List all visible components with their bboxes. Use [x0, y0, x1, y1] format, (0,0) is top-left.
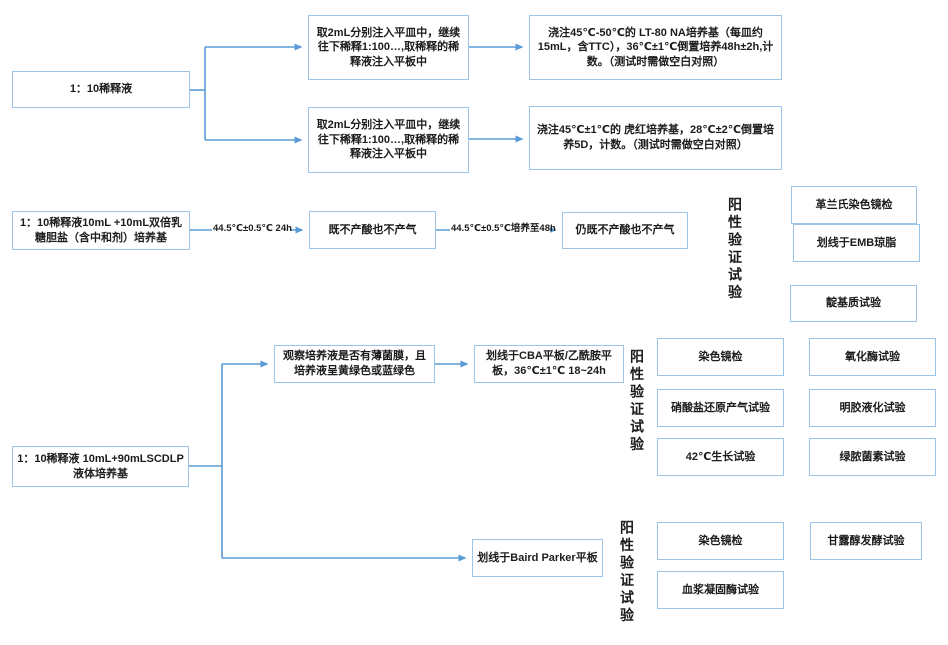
vertical-label-positive-verification-1: 阳性验证试验: [727, 197, 743, 302]
node-gram-stain-microscopy: 革兰氏染色镜检: [791, 186, 917, 224]
node-coagulase-test: 血浆凝固酶试验: [657, 571, 784, 609]
node-gelatin-liquefaction: 明胶液化试验: [809, 389, 936, 427]
vertical-label-positive-verification-2: 阳性验证试验: [629, 349, 645, 454]
edge-label-incubation-48h: 44.5℃±0.5℃培养至48h: [450, 223, 556, 235]
node-pour-plate-bottom: 取2mL分别注入平皿中，继续往下稀释1:100…,取稀释的稀释液注入平板中: [308, 107, 469, 173]
vertical-label-positive-verification-3: 阳性验证试验: [619, 520, 635, 625]
node-indole-test: 靛基质试验: [790, 285, 917, 322]
edge-label-incubation-24h: 44.5℃±0.5℃ 24h: [212, 223, 292, 235]
node-pour-plate-top: 取2mL分别注入平皿中，继续往下稀释1:100…,取稀释的稀释液注入平板中: [308, 15, 469, 80]
node-mannitol-fermentation: 甘露醇发酵试验: [810, 522, 922, 560]
node-lactose-bile-broth: 1：10稀释液10mL +10mL双倍乳糖胆盐（含中和剂）培养基: [12, 211, 190, 250]
node-scdlp-broth: 1：10稀释液 10mL+90mLSCDLP液体培养基: [12, 446, 189, 487]
node-emb-agar-streak: 划线于EMB琼脂: [793, 224, 920, 262]
node-dilution-1-10: 1：10稀释液: [12, 71, 190, 108]
node-still-no-acid-no-gas: 仍既不产酸也不产气: [562, 212, 688, 249]
node-baird-parker-plate: 划线于Baird Parker平板: [472, 539, 603, 577]
node-rose-bengal-medium: 浇注45℃±1℃的 虎红培养基，28℃±2℃倒置培养5D，计数。（测试时需做空白…: [529, 106, 782, 170]
node-no-acid-no-gas: 既不产酸也不产气: [309, 211, 436, 249]
node-lt80-na-medium: 浇注45℃-50℃的 LT-80 NA培养基（每皿约15mL，含TTC），36℃…: [529, 15, 782, 80]
node-nitrate-reduction-gas: 硝酸盐还原产气试验: [657, 389, 784, 427]
node-observe-pellicle: 观察培养液是否有薄菌膜，且培养液呈黄绿色或蓝绿色: [274, 345, 435, 383]
node-cba-acetamide-plate: 划线于CBA平板/乙酰胺平板，36℃±1℃ 18~24h: [474, 345, 624, 383]
node-oxidase-test: 氧化酶试验: [809, 338, 936, 376]
node-stain-microscopy-2: 染色镜检: [657, 522, 784, 560]
node-stain-microscopy-1: 染色镜检: [657, 338, 784, 376]
node-42c-growth-test: 42℃生长试验: [657, 438, 784, 476]
node-pyocyanin-test: 绿脓菌素试验: [809, 438, 936, 476]
